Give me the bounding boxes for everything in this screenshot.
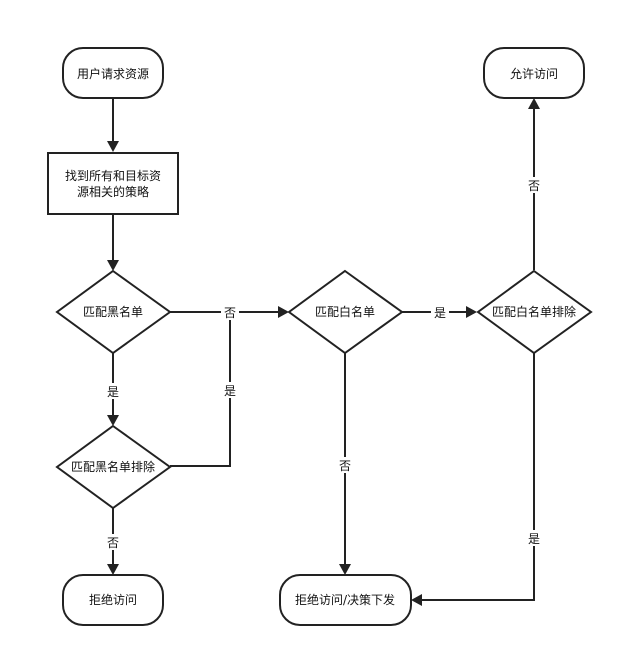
node-allow — [483, 47, 585, 99]
edge-label-bg-black-no — [221, 304, 239, 320]
edge-label-white-exclude-yes: 是 — [528, 532, 540, 546]
edge-white-no-arrowhead — [339, 564, 351, 575]
edge-label-bg-black-exclude-yes — [221, 382, 239, 398]
edge-label-bg-white-exclude-no — [525, 177, 543, 193]
edge-label-white-yes: 是 — [434, 306, 446, 320]
node-find-policy — [47, 152, 179, 215]
edge-label-black-exclude-no: 否 — [107, 536, 119, 550]
node-match-white-label: 匹配白名单 — [315, 304, 375, 319]
edge-label-bg-black-exclude-no — [104, 534, 122, 550]
edge-white-yes-arrowhead — [466, 306, 477, 318]
node-find-policy-label-line2: 源相关的策略 — [77, 184, 149, 199]
node-match-white — [287, 269, 404, 355]
edge-label-bg-white-no — [336, 457, 354, 473]
edge-black-yes-arrowhead — [107, 415, 119, 426]
node-match-black-exclude — [55, 424, 172, 510]
edge-label-bg-white-exclude-yes — [525, 530, 543, 546]
node-deny-left — [62, 574, 164, 626]
edge-label-bg-white-yes — [431, 304, 449, 320]
node-match-black-label: 匹配黑名单 — [83, 304, 143, 319]
node-match-white-exclude — [476, 269, 593, 355]
node-request — [62, 47, 164, 99]
node-deny-left-label: 拒绝访问 — [89, 592, 137, 607]
edge-white-exclude-yes — [420, 353, 535, 601]
node-find-policy-label-line1: 找到所有和目标资 — [65, 169, 161, 183]
edge-find-to-black-arrowhead — [107, 260, 119, 271]
node-match-black — [55, 269, 172, 355]
edge-white-exclude-no-arrowhead — [528, 98, 540, 109]
node-match-black-exclude-label: 匹配黑名单排除 — [71, 459, 155, 474]
edge-label-bg-black-yes — [104, 383, 122, 399]
edge-request-to-find-arrowhead — [107, 141, 119, 152]
edge-label-white-exclude-no: 否 — [528, 179, 540, 193]
edge-black-exclude-yes — [170, 312, 231, 467]
edge-label-black-no: 否 — [224, 306, 236, 320]
edge-black-exclude-no-arrowhead — [107, 564, 119, 575]
node-allow-label: 允许访问 — [510, 66, 558, 81]
node-request-label: 用户请求资源 — [77, 66, 149, 81]
node-deny-or-delegate — [279, 574, 412, 626]
edge-white-exclude-yes-arrowhead — [411, 594, 422, 606]
edge-label-white-no: 否 — [339, 459, 351, 473]
edge-label-black-exclude-yes: 是 — [224, 384, 236, 398]
node-match-white-exclude-label: 匹配白名单排除 — [492, 304, 576, 319]
node-deny-or-delegate-label: 拒绝访问/决策下发 — [295, 592, 395, 607]
edge-black-no-arrowhead — [278, 306, 289, 318]
edge-label-black-yes: 是 — [107, 385, 119, 399]
